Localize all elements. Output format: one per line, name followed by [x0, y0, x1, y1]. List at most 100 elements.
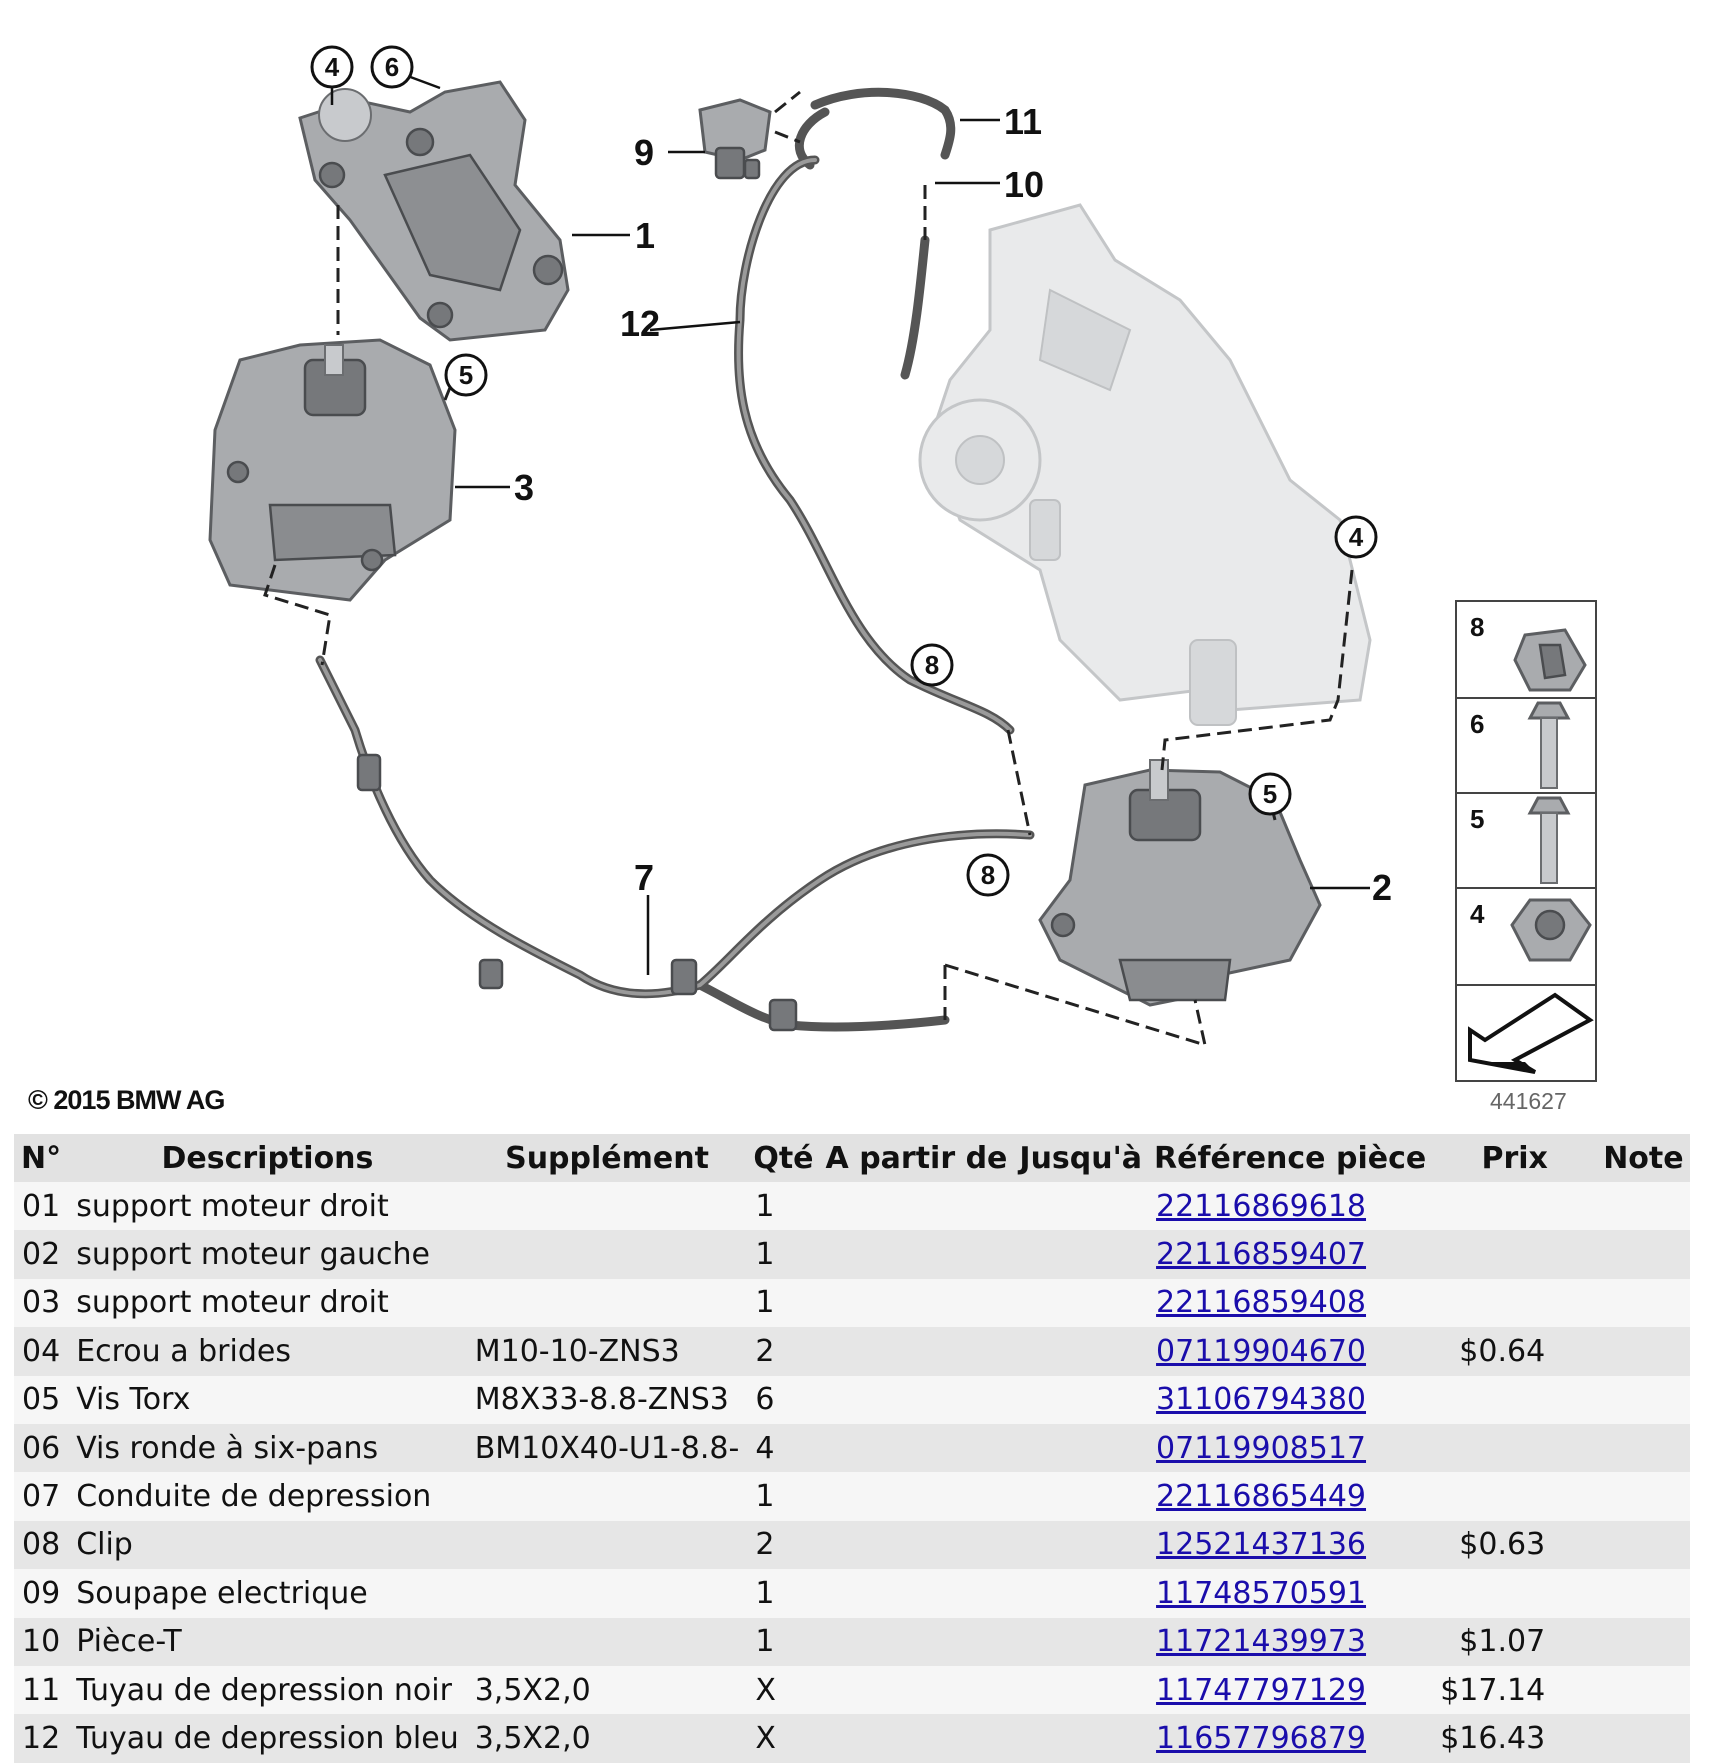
cell-part-reference: 11747797129 [1148, 1665, 1433, 1715]
part-reference-link[interactable]: 11721439973 [1156, 1624, 1367, 1660]
col-header-price: Prix [1432, 1134, 1598, 1182]
cell-quantity-text: 4 [755, 1430, 775, 1466]
part-reference-link[interactable]: 11748570591 [1156, 1575, 1367, 1611]
cell-supplement-text: 3,5X2,0 [474, 1672, 591, 1708]
cell-number: 09 [14, 1569, 69, 1618]
cell-description-text: Tuyau de depression noir [76, 1672, 452, 1708]
callout-8-lower: 8 [981, 860, 995, 890]
cell-note [1597, 1520, 1690, 1570]
cell-to [1013, 1423, 1149, 1473]
callout-5-right: 5 [1263, 779, 1277, 809]
cell-quantity-text: 1 [755, 1188, 775, 1224]
col-header-supplement: Supplément [466, 1134, 748, 1182]
legend-label-6: 6 [1470, 709, 1484, 739]
legend-label-8: 8 [1470, 612, 1484, 642]
cell-supplement: M8X33-8.8-ZNS3 [466, 1375, 748, 1424]
cell-quantity: 1 [747, 1472, 820, 1521]
cell-description: Vis Torx [68, 1375, 467, 1424]
cell-number-text: 02 [22, 1237, 61, 1273]
cell-supplement-text: 3,5X2,0 [474, 1720, 591, 1756]
col-header-quantity: Qté [747, 1134, 820, 1182]
cell-to [1013, 1569, 1149, 1618]
cell-part-reference: 22116869618 [1148, 1182, 1433, 1231]
cell-price [1432, 1230, 1598, 1279]
callout-3: 3 [514, 467, 534, 508]
cell-description: Pièce-T [68, 1617, 467, 1666]
cell-price: $0.63 [1432, 1520, 1598, 1570]
cell-description-text: Conduite de depression [76, 1479, 432, 1515]
cell-quantity: 1 [747, 1617, 820, 1666]
cell-description-text: Soupape electrique [76, 1575, 368, 1611]
cell-description: Conduite de depression [68, 1472, 467, 1521]
callout-6-top: 6 [385, 52, 399, 82]
part-reference-link[interactable]: 11747797129 [1156, 1672, 1367, 1708]
cell-to [1013, 1230, 1149, 1279]
engine-bracket-part [298, 80, 570, 342]
cell-number: 07 [14, 1472, 69, 1521]
cell-note [1597, 1182, 1690, 1231]
part-reference-link[interactable]: 07119904670 [1156, 1333, 1367, 1369]
cell-from [819, 1617, 1014, 1666]
col-header-from: A partir de [819, 1134, 1014, 1182]
bolt-icon-5 [1527, 796, 1571, 884]
part-reference-link[interactable]: 12521437136 [1156, 1527, 1367, 1563]
cell-note [1597, 1665, 1690, 1715]
legend-label-4: 4 [1470, 899, 1485, 929]
cell-price [1432, 1472, 1598, 1521]
cell-from [819, 1569, 1014, 1618]
callout-10: 10 [1004, 164, 1044, 205]
cell-part-reference: 11657796879 [1148, 1714, 1433, 1763]
cell-supplement: BM10X40-U1-8.8- [466, 1423, 748, 1473]
col-header-to: Jusqu'à [1013, 1134, 1149, 1182]
cell-quantity-text: 1 [755, 1479, 775, 1515]
part-reference-link[interactable]: 07119908517 [1156, 1430, 1367, 1466]
part-reference-link[interactable]: 22116859407 [1156, 1237, 1367, 1273]
cell-supplement [466, 1230, 748, 1279]
cell-quantity-text: 1 [755, 1624, 775, 1660]
cell-quantity-text: 2 [755, 1527, 775, 1563]
assembly-lines [263, 90, 1354, 1048]
callout-9: 9 [634, 132, 654, 173]
part-reference-link[interactable]: 31106794380 [1156, 1382, 1367, 1418]
cell-to [1013, 1375, 1149, 1424]
cell-from [819, 1520, 1014, 1570]
cell-part-reference: 07119908517 [1148, 1423, 1433, 1473]
cell-part-reference: 31106794380 [1148, 1375, 1433, 1424]
cell-quantity-text: 1 [755, 1237, 775, 1273]
part-reference-link[interactable]: 22116859408 [1156, 1285, 1367, 1321]
col-header-note: Note [1597, 1134, 1690, 1182]
cell-number: 03 [14, 1278, 69, 1328]
cell-to [1013, 1665, 1149, 1715]
cell-note [1597, 1375, 1690, 1424]
cell-number: 08 [14, 1520, 69, 1570]
cell-description: Tuyau de depression bleu [68, 1714, 467, 1763]
cell-quantity: X [747, 1665, 820, 1715]
cell-number-text: 05 [22, 1382, 61, 1418]
solenoid-valve-part-9 [698, 98, 772, 180]
cell-quantity-text: 6 [755, 1382, 775, 1418]
bolt-icon-6 [1527, 701, 1571, 789]
part-reference-link[interactable]: 22116865449 [1156, 1479, 1367, 1515]
cell-number-text: 04 [22, 1333, 61, 1369]
col-header-part-reference: Référence pièce [1148, 1134, 1433, 1182]
col-header-description: Descriptions [68, 1134, 467, 1182]
cell-description-text: Ecrou a brides [76, 1333, 291, 1369]
cell-number-text: 01 [22, 1188, 61, 1224]
cell-from [819, 1665, 1014, 1715]
cell-description: Tuyau de depression noir [68, 1665, 467, 1715]
circled-callouts [310, 45, 1378, 897]
callout-4-right: 4 [1349, 522, 1364, 552]
cell-from [819, 1230, 1014, 1279]
part-reference-link[interactable]: 22116869618 [1156, 1188, 1367, 1224]
leader-lines [330, 73, 1370, 975]
cell-supplement [466, 1472, 748, 1521]
cell-description-text: Tuyau de depression bleu [76, 1720, 459, 1756]
part-reference-link[interactable]: 11657796879 [1156, 1720, 1367, 1756]
cell-price: $1.07 [1432, 1617, 1598, 1666]
cell-price-text: $17.14 [1440, 1672, 1546, 1708]
cell-quantity-text: 1 [755, 1575, 775, 1611]
